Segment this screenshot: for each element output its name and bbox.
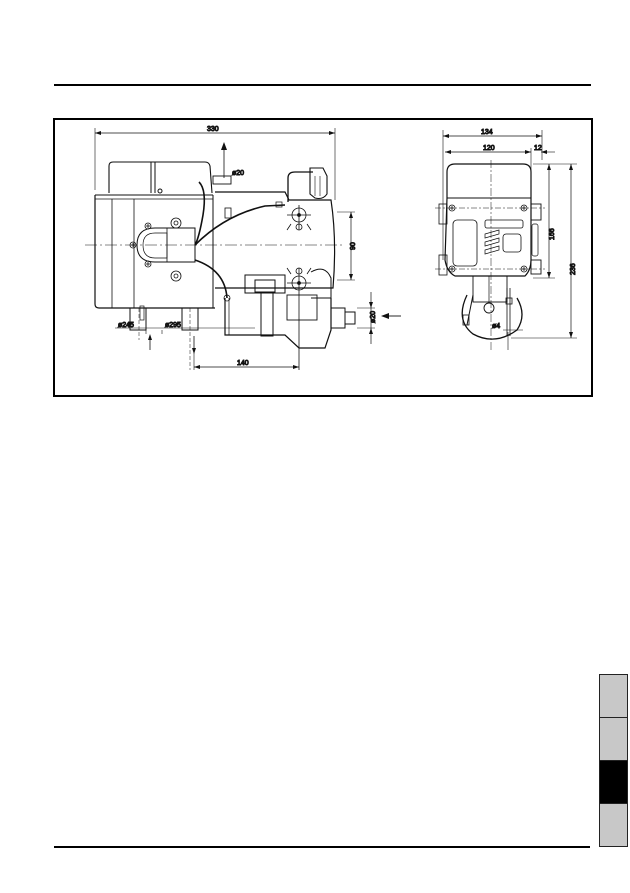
section-tab-4[interactable] [599, 804, 628, 847]
dim-fuel-pipe-diameter: ø4 [492, 323, 500, 330]
dim-height-offset: 90 [350, 242, 357, 250]
section-tabs [599, 674, 628, 847]
dim-pump-offset: 140 [237, 360, 249, 367]
dim-body-width: 120 [483, 145, 495, 152]
dim-coolant-inlet-diameter: ø20 [370, 311, 377, 323]
section-tab-1[interactable] [599, 674, 628, 718]
dim-flange-width: 12 [534, 145, 542, 152]
side-view: 330 ø20 [85, 126, 401, 370]
technical-drawing-frame: 330 ø20 [53, 118, 593, 397]
dim-exhaust-diameter: ø20 [232, 170, 244, 177]
end-view: 134 120 12 [435, 129, 578, 350]
footer-rule [54, 846, 590, 848]
header-rule [54, 84, 591, 86]
dim-overall-length: 330 [207, 126, 219, 133]
dim-pipe-a-diameter: ø245 [118, 322, 134, 329]
section-tab-3-active[interactable] [599, 761, 628, 804]
section-tab-2[interactable] [599, 718, 628, 761]
dim-overall-width: 134 [481, 129, 493, 136]
heater-dimension-drawing: 330 ø20 [85, 126, 578, 370]
dim-body-height: 166 [549, 228, 556, 240]
dim-overall-height: 236 [570, 263, 577, 275]
dim-pipe-b-diameter: ø295 [165, 322, 181, 329]
